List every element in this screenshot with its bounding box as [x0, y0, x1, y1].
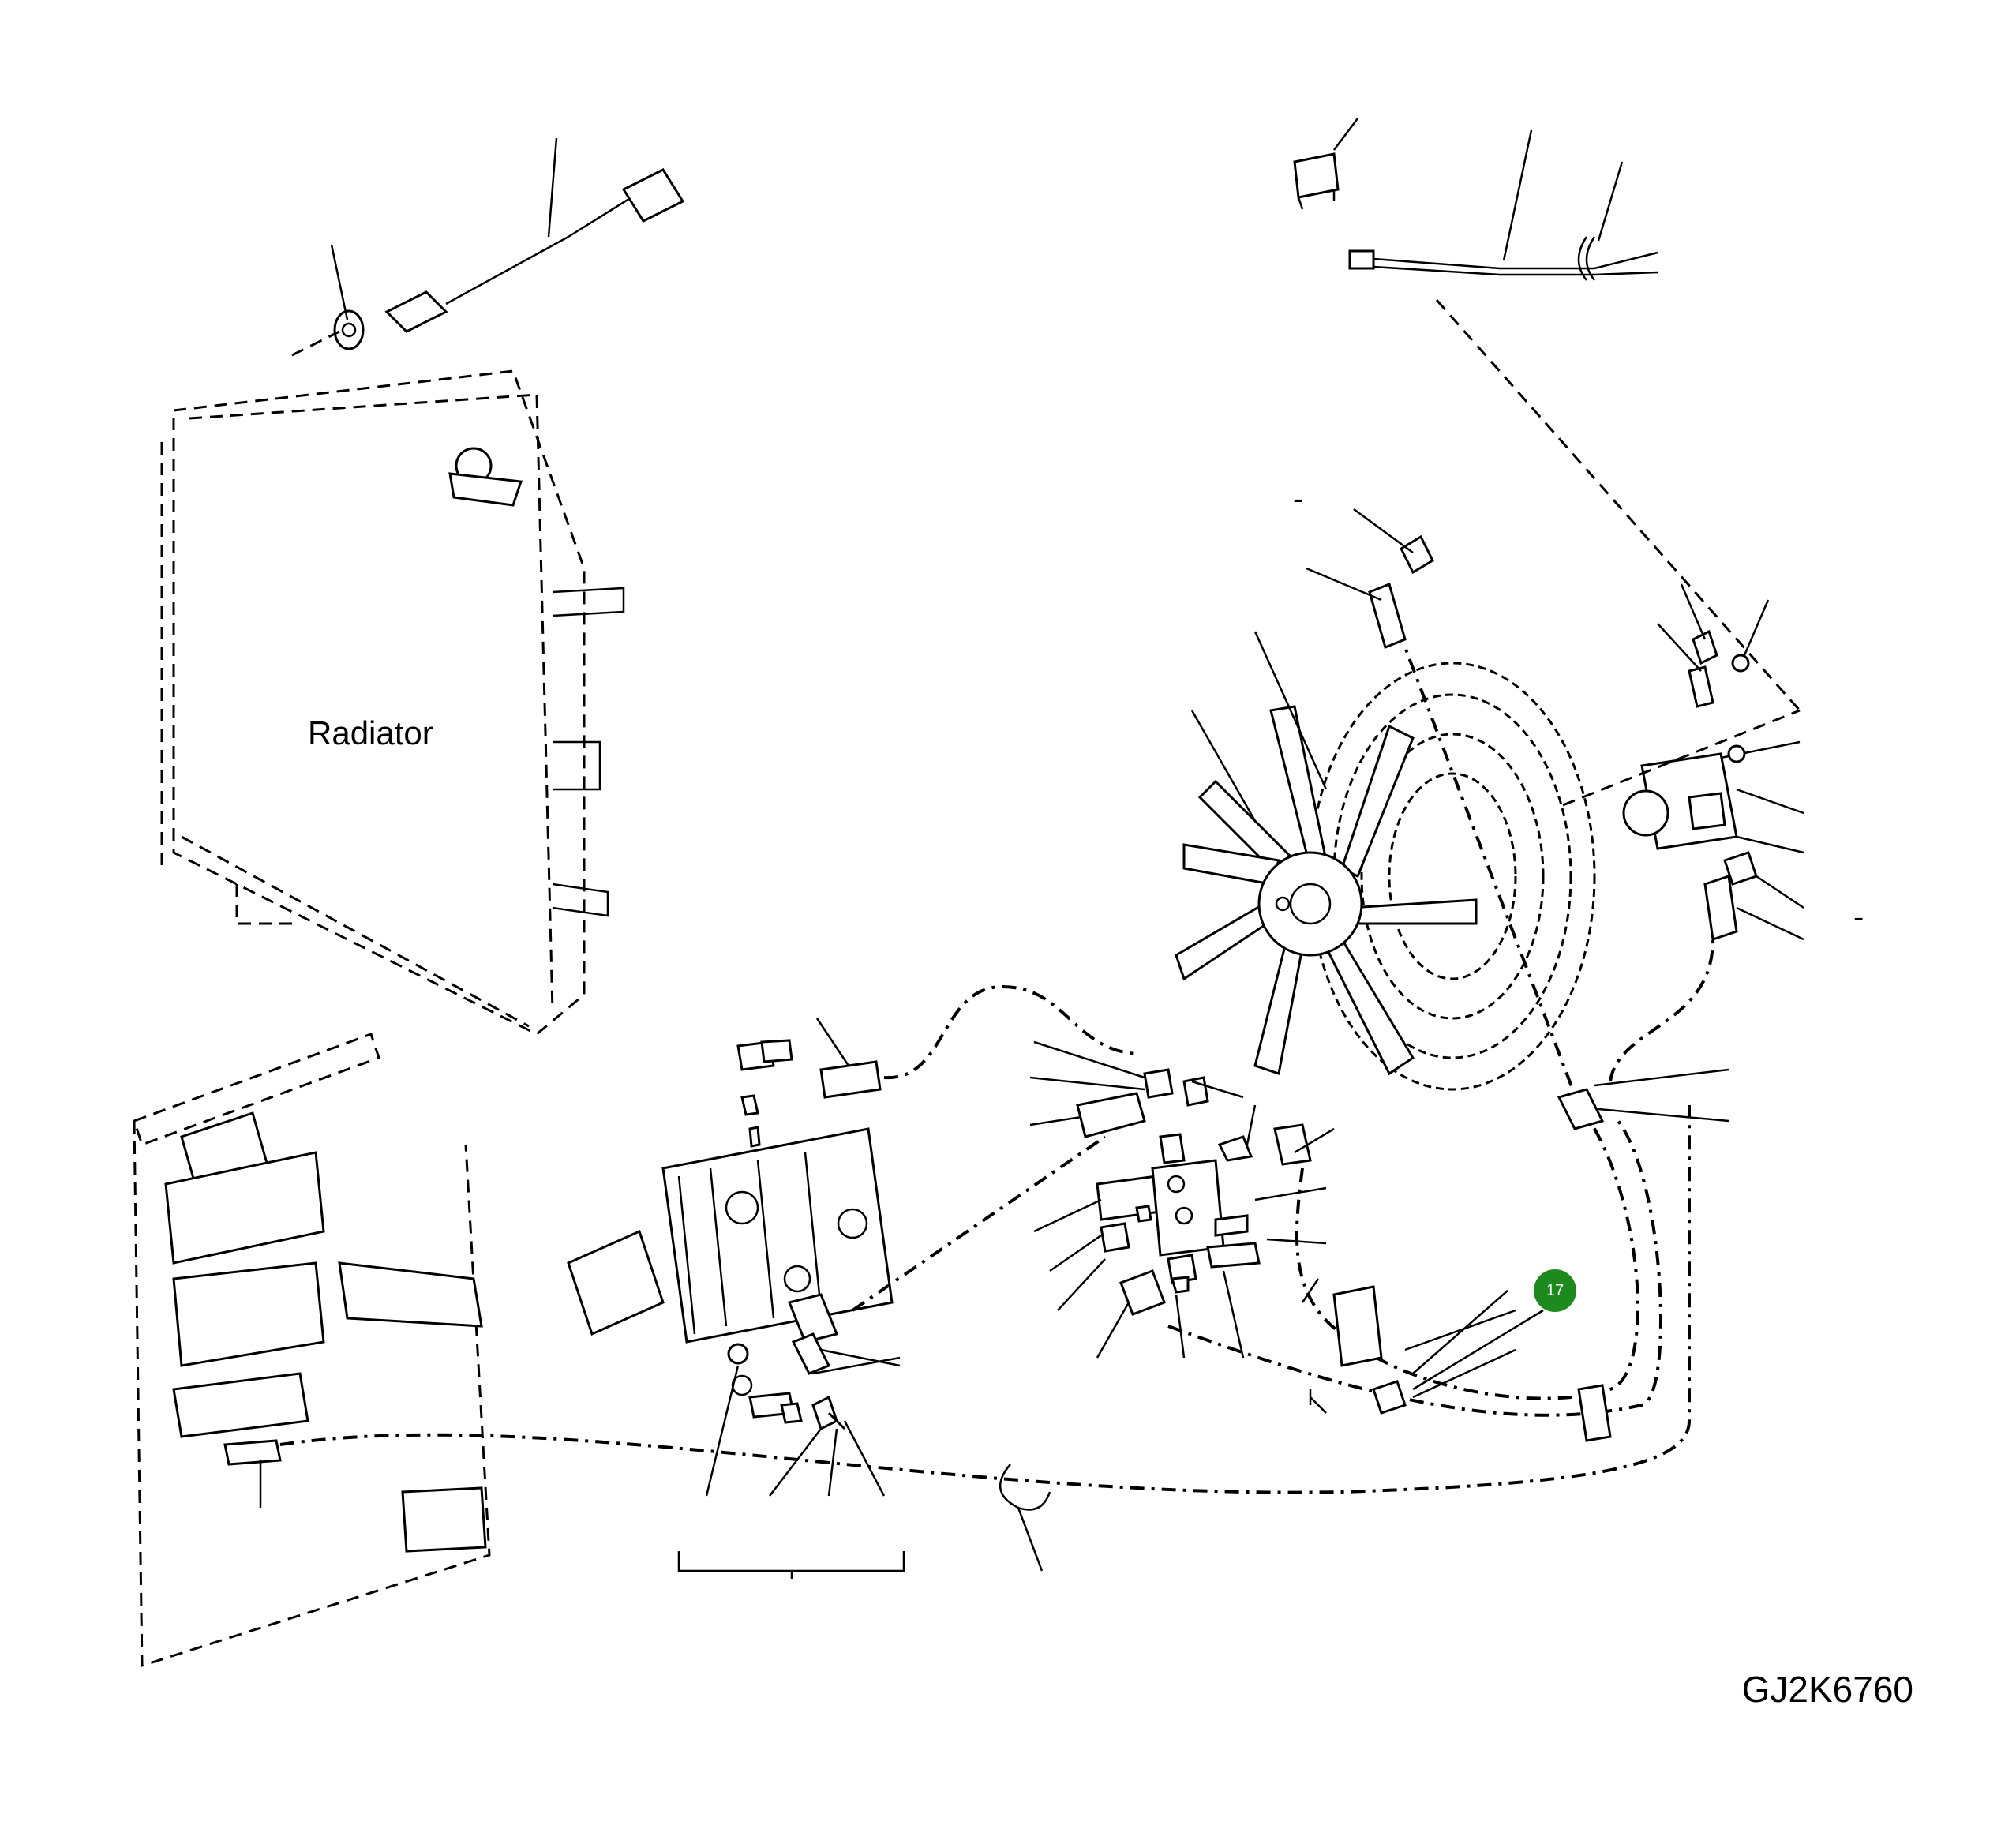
callout-17-leader: [1412, 1309, 1544, 1391]
control-valve: [567, 1018, 901, 1497]
manifold-block: [1029, 1040, 1335, 1359]
dash-mark-right: -: [1853, 900, 1864, 935]
callout-17[interactable]: 17: [1534, 1269, 1576, 1312]
pump-unit: [677, 1356, 905, 1579]
switch-and-wiring: [1293, 118, 1658, 281]
radiator: [160, 369, 625, 1036]
hydraulic-motor: [1435, 299, 1804, 941]
dash-mark-top: -: [1293, 482, 1304, 516]
upper-fittings: [1306, 508, 1770, 763]
clamps: [999, 1068, 1729, 1572]
frame-plate: [133, 1033, 491, 1668]
fan-assembly: [1175, 631, 1596, 1091]
radiator-label: Radiator: [308, 714, 433, 751]
temp-sensor-harness: [291, 137, 685, 357]
figure-code: GJ2K6760: [1741, 1669, 1913, 1710]
hoses: [279, 647, 1714, 1494]
